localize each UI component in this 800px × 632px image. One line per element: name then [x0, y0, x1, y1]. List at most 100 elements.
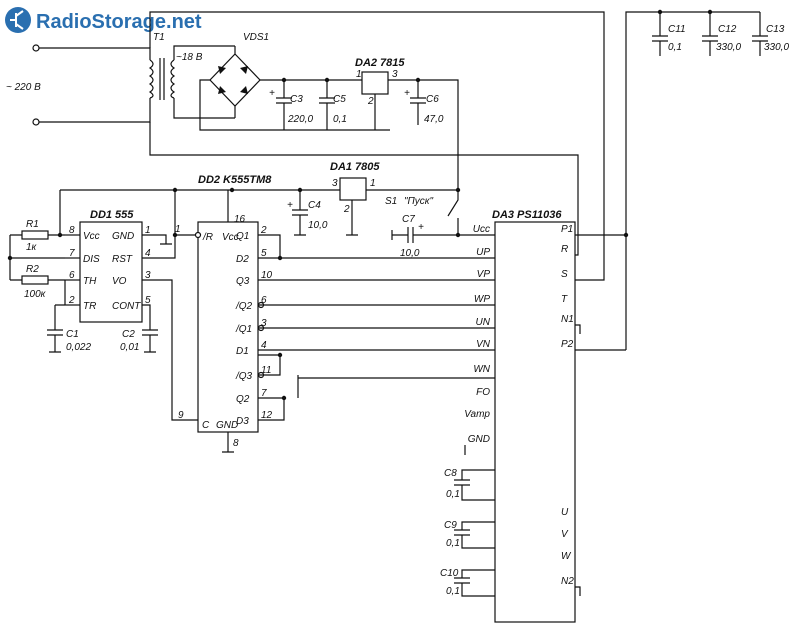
dd2-pin-vcc-num: 16	[234, 214, 246, 225]
dd1-pin-name: TR	[83, 301, 96, 312]
dd2-pin-name: D2	[236, 254, 249, 265]
regulator-da2: DA2 7815 1 2 3	[355, 57, 459, 190]
da3-pin-left: Vamp	[464, 409, 490, 420]
s1-label: "Пуск"	[404, 196, 434, 207]
r2-ref: R2	[26, 264, 39, 275]
dd2-pin-name: /Q3	[235, 371, 253, 382]
dd2-pin-num: 6	[261, 295, 267, 306]
dd2-pin-name: D3	[236, 416, 249, 427]
c12-value: 330,0	[716, 42, 741, 53]
c1-value: 0,022	[66, 342, 91, 353]
da3-pin-right: P1	[561, 224, 573, 235]
dd1-pin-name: GND	[112, 231, 134, 242]
dd1-pin-num: 8	[69, 225, 75, 236]
dd1-pin-num: 2	[68, 295, 75, 306]
logo-text: RadioStorage.net	[36, 11, 202, 33]
mains-label: ~ 220 B	[6, 82, 41, 93]
c8-value: 0,1	[446, 489, 460, 500]
transformer-t1: T1 ~18 B	[148, 32, 235, 119]
da3-pin-right: T	[561, 294, 568, 305]
capacitor-c5: C5 0,1	[319, 77, 347, 130]
dd2-pin-num: 4	[261, 340, 267, 351]
c2-ref: C2	[122, 329, 135, 340]
capacitor-c10: C10 0,1	[440, 568, 495, 597]
da3-pin-left: GND	[468, 434, 490, 445]
c5-ref: C5	[333, 94, 346, 105]
bridge-ref: VDS1	[243, 32, 269, 43]
da2-pin-in: 1	[356, 69, 362, 80]
dd2-pin-gnd-name: GND	[216, 420, 238, 431]
da1-pin-in: 3	[332, 178, 338, 189]
timing-network: R1 1к R2 100к	[7, 190, 66, 306]
c7-ref: C7	[402, 214, 415, 225]
da3-pin-right: V	[561, 529, 569, 540]
da3-pin-right: N2	[561, 576, 574, 587]
dd2-pin-num: 3	[261, 318, 267, 329]
da3-pin-right: S	[561, 269, 568, 280]
da3-pin-right: W	[561, 551, 572, 562]
dd2-pin-num: 5	[261, 248, 267, 259]
da3-pin-right: N1	[561, 314, 574, 325]
c3-value: 220,0	[287, 114, 313, 125]
transformer-secondary: ~18 B	[176, 52, 203, 63]
dd2-pin-c-num: 9	[178, 410, 184, 421]
c6-value: 47,0	[424, 114, 444, 125]
c10-value: 0,1	[446, 586, 460, 597]
s1-ref: S1	[385, 196, 397, 207]
r1-ref: R1	[26, 219, 39, 230]
c5-value: 0,1	[333, 114, 347, 125]
da3-ref: DA3 PS11036	[492, 209, 562, 221]
dd2-pin-name: Q1	[236, 231, 249, 242]
da3-pin-left: WN	[473, 364, 490, 375]
dd1-pin-name: RST	[112, 254, 133, 265]
dd1-pin-name: Vcc	[83, 231, 100, 242]
dd2-pin-num: 2	[260, 225, 267, 236]
capacitor-c7: + C7 10,0	[391, 214, 495, 259]
da3-pin-left: Ucc	[473, 224, 490, 235]
c11-ref: C11	[668, 24, 686, 35]
dd2-pin-num: 11	[261, 365, 271, 376]
da3-pin-right: R	[561, 244, 568, 255]
c6-ref: C6	[426, 94, 439, 105]
da3-pin-right: P2	[561, 339, 574, 350]
da3-pin-left: UP	[476, 247, 490, 258]
c1-ref: C1	[66, 329, 79, 340]
da1-pin-out: 1	[370, 178, 376, 189]
capacitor-c9: C9 0,1	[444, 520, 495, 549]
da3-pin-right: U	[561, 507, 569, 518]
c4-value: 10,0	[308, 220, 328, 231]
dd2-pin-num: 7	[261, 388, 267, 399]
da3-pin-left: FO	[476, 387, 490, 398]
r2-value: 100к	[24, 289, 47, 300]
site-logo: RadioStorage.net	[5, 7, 202, 33]
c2-value: 0,01	[120, 342, 139, 353]
dd2-pin-gnd-num: 8	[233, 438, 239, 449]
transformer-ref: T1	[153, 32, 165, 43]
dd2-pin-num: 12	[261, 410, 273, 421]
svg-text:+: +	[404, 88, 410, 99]
dd1-pin-num: 1	[145, 225, 151, 236]
dd2-pin-num: 10	[261, 270, 273, 281]
dd2-pin-name: D1	[236, 346, 249, 357]
svg-text:+: +	[269, 88, 275, 99]
dd1-pin-num: 5	[145, 295, 151, 306]
svg-text:+: +	[418, 222, 424, 233]
svg-text:+: +	[287, 200, 293, 211]
regulator-da1: DA1 7805 3 2 1	[330, 161, 458, 236]
capacitor-c4: + C4 10,0	[287, 190, 328, 236]
dd1-pin-name: DIS	[83, 254, 100, 265]
dd2-pin-vcc-name: Vcc	[222, 232, 239, 243]
dd2-pin-name: Q2	[236, 394, 250, 405]
diode-bridge-vds1: VDS1	[199, 32, 390, 131]
capacitor-c1: C1 0,022	[47, 305, 91, 353]
c8-ref: C8	[444, 468, 457, 479]
dd2-pin-c-name: C	[202, 420, 210, 431]
flipflop-dd2: DD2 K555TM8 1 /R 9 C 16 Vcc 8 GND 2Q15D2…	[175, 174, 273, 453]
da1-pin-gnd: 2	[343, 204, 350, 215]
da3-pin-left: VN	[476, 339, 491, 350]
c10-ref: C10	[440, 568, 459, 579]
da2-pin-out: 3	[392, 69, 398, 80]
da3-pin-left: VP	[477, 269, 491, 280]
